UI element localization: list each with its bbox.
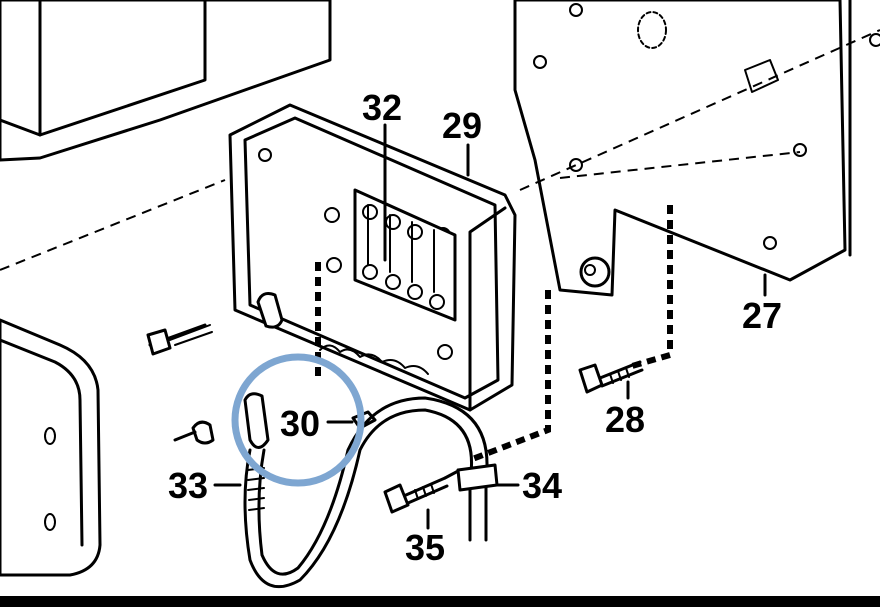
mounting-plate — [513, 0, 880, 297]
screw-left — [146, 292, 284, 356]
callout-27: 27 — [742, 295, 782, 336]
callout-30: 30 — [280, 403, 320, 444]
callout-35: 35 — [405, 527, 445, 568]
callout-32: 32 — [362, 87, 402, 128]
callout-34: 34 — [522, 465, 562, 506]
callout-29: 29 — [442, 105, 482, 146]
leader-lines — [213, 123, 767, 530]
upper-housing — [0, 0, 332, 162]
callout-28: 28 — [605, 399, 645, 440]
callout-33: 33 — [168, 465, 208, 506]
bolt-28 — [578, 360, 644, 394]
lower-left-housing — [0, 318, 102, 577]
highlight-circle — [231, 353, 365, 487]
bolt-35 — [383, 468, 462, 514]
bottom-border — [0, 596, 880, 607]
alignment-lines — [0, 29, 880, 271]
